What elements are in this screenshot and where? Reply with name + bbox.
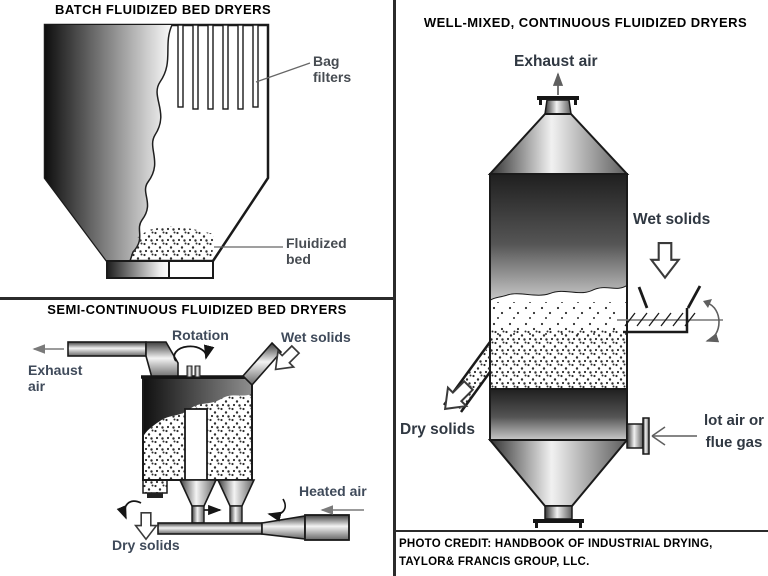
bottom-cone (487, 439, 630, 507)
wet-solids-inlet-pipe (241, 341, 283, 387)
batch-wavy-boundary (129, 24, 173, 262)
semi-exhaust-air-label: Exhaust air (28, 362, 83, 394)
lower-shell-band (489, 388, 628, 441)
upper-shell (489, 173, 628, 303)
bag-filter-tubes (177, 24, 259, 110)
exhaust-duct-elbow (145, 341, 179, 379)
feeder-trough (623, 308, 689, 334)
semi-wet-solids-label: Wet solids (281, 329, 351, 345)
center-column (184, 408, 208, 481)
screw-feeder (617, 285, 723, 343)
air-pipe-cone (261, 515, 306, 540)
rotation-shaft-nozzle (186, 365, 201, 378)
fluidized-bed-stipple (129, 226, 214, 260)
rotation-arrow-icon (173, 344, 215, 362)
batch-vessel (43, 23, 311, 279)
cont-wet-solids-label: Wet solids (633, 211, 711, 228)
semi-dark-wedge (143, 378, 252, 437)
cont-dry-solids-label: Dry solids (400, 421, 475, 438)
continuous-dryer (434, 72, 723, 528)
bed-stipple-dense (491, 330, 626, 388)
batch-vessel-shaded-wall (45, 25, 172, 261)
photo-credit: PHOTO CREDIT: HANDBOOK OF INDUSTRIAL DRY… (399, 538, 713, 568)
left-outlet-stipple (142, 479, 168, 494)
top-flange (537, 96, 579, 105)
dry-solids-block-arrow (134, 511, 158, 541)
exhaust-duct (67, 341, 147, 357)
horizontal-divider-left (0, 297, 395, 300)
funnel-left-stub (191, 505, 205, 524)
bag-filters-label: Bag filters (313, 53, 352, 85)
vertical-divider (393, 0, 396, 576)
rotation-curl-left (116, 500, 142, 520)
semi-dry-solids-label: Dry solids (112, 537, 180, 553)
hot-air-inlet-nozzle (626, 417, 697, 455)
screw-rotation-arrowhead (703, 299, 712, 308)
bottom-flange (533, 519, 584, 528)
fluidized-bed-label: Fluidized bed (286, 235, 347, 267)
discharge-funnel-right (216, 479, 256, 507)
continuous-panel-title: WELL-MIXED, CONTINUOUS FLUIDIZED DRYERS (423, 15, 748, 30)
rotation-label: Rotation (172, 327, 229, 343)
left-outlet-stub (147, 493, 163, 498)
heated-air-label: Heated air (299, 483, 367, 499)
wet-solids-block-arrow (650, 242, 680, 279)
funnel-right-stub (229, 505, 243, 524)
top-neck (544, 99, 572, 115)
bag-filters-pointer-line (255, 62, 311, 83)
continuous-dryer-diagram (434, 72, 723, 528)
screw-rotation-arrow (705, 302, 720, 343)
rotation-curl-right (267, 498, 287, 522)
top-cone (487, 113, 630, 175)
semi-dryer (32, 340, 364, 541)
batch-panel-title: BATCH FLUIDIZED BED DRYERS (55, 2, 272, 17)
vessel-base-shaded (106, 260, 170, 279)
heated-air-pipe (304, 514, 350, 541)
air-manifold-pipe (157, 522, 263, 535)
cont-exhaust-air-label: Exhaust air (514, 53, 598, 70)
discharge-funnel-left (178, 479, 218, 507)
bottom-neck (544, 505, 573, 520)
hot-air-label: lot air or flue gas (703, 412, 764, 451)
credit-divider (395, 530, 768, 532)
semi-panel-title: SEMI-CONTINUOUS FLUIDIZED BED DRYERS (47, 302, 347, 317)
semi-continuous-dryer-diagram (32, 340, 364, 541)
batch-dryer-diagram (43, 23, 311, 279)
vessel-base-plate (168, 260, 214, 279)
